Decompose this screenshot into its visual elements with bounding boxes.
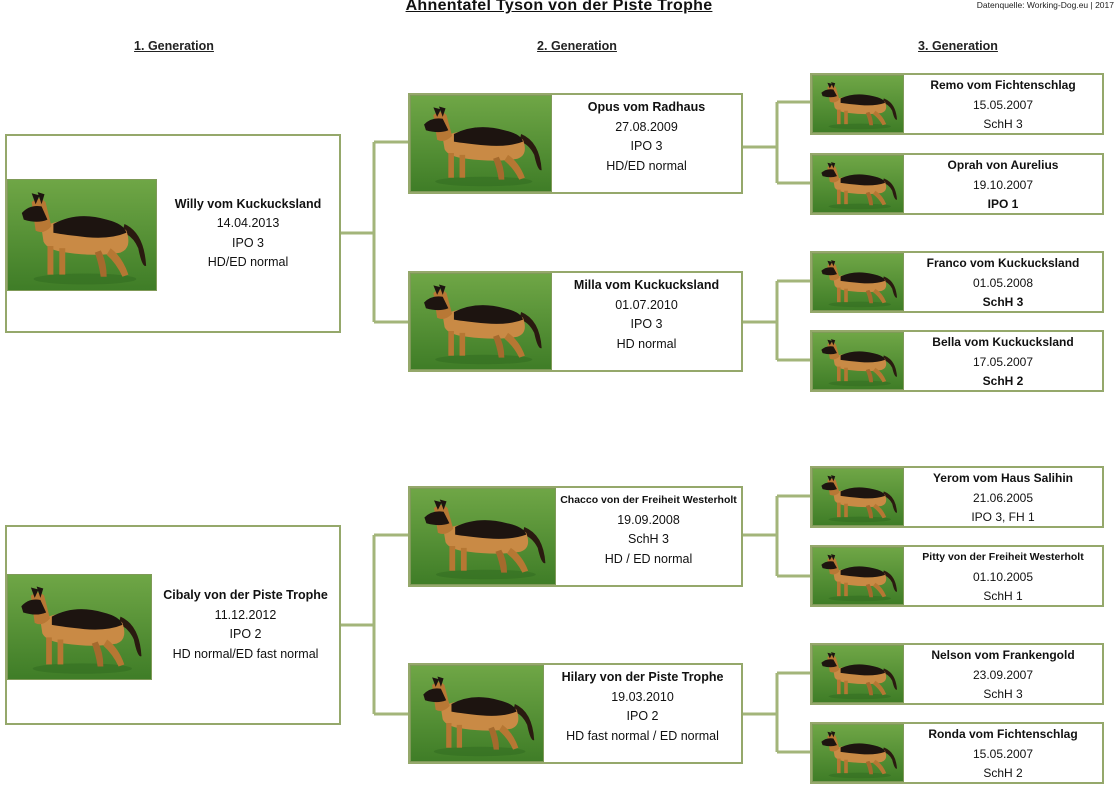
title: SchH 2 bbox=[982, 374, 1024, 388]
dog-name: Bella vom Kuckucksland bbox=[932, 335, 1074, 349]
generation-1-heading: 1. Generation bbox=[134, 39, 214, 53]
gen3-card-bella: Bella vom Kuckucksland 17.05.2007 SchH 2 bbox=[810, 330, 1104, 392]
gen3-card-ronda: Ronda vom Fichtenschlag 15.05.2007 SchH … bbox=[810, 722, 1104, 784]
gen2-card-opus: Opus vom Radhaus 27.08.2009 IPO 3 HD/ED … bbox=[408, 93, 743, 194]
dog-name: Chacco von der Freiheit Westerholt bbox=[560, 494, 737, 506]
health: HD/ED normal bbox=[207, 255, 289, 269]
birth-date: 19.03.2010 bbox=[611, 689, 674, 704]
gen2-card-hilary: Hilary von der Piste Trophe 19.03.2010 I… bbox=[408, 663, 743, 764]
gen3-card-nelson: Nelson vom Frankengold 23.09.2007 SchH 3 bbox=[810, 643, 1104, 705]
dog-photo bbox=[812, 547, 904, 605]
birth-date: 23.09.2007 bbox=[972, 667, 1034, 682]
gen3-card-remo: Remo vom Fichtenschlag 15.05.2007 SchH 3 bbox=[810, 73, 1104, 135]
birth-date: 15.05.2007 bbox=[972, 97, 1034, 112]
dog-photo bbox=[812, 253, 904, 311]
title: SchH 1 bbox=[983, 589, 1023, 603]
title: IPO 2 bbox=[229, 627, 262, 641]
dog-name: Yerom vom Haus Salihin bbox=[932, 471, 1074, 485]
dog-photo bbox=[410, 95, 552, 192]
dog-photo bbox=[812, 645, 904, 703]
birth-date: 21.06.2005 bbox=[972, 490, 1034, 505]
gen2-card-milla: Milla vom Kuckucksland 01.07.2010 IPO 3 … bbox=[408, 271, 743, 372]
health: HD normal/ED fast normal bbox=[172, 646, 319, 661]
title: SchH 2 bbox=[983, 766, 1023, 780]
data-source-note: Datenquelle: Working-Dog.eu | 2017 bbox=[976, 0, 1114, 10]
dog-name: Nelson vom Frankengold bbox=[931, 648, 1075, 662]
gen3-card-franco: Franco vom Kuckucksland 01.05.2008 SchH … bbox=[810, 251, 1104, 313]
dog-photo bbox=[7, 179, 157, 291]
title: IPO 3 bbox=[232, 235, 264, 250]
birth-date: 14.04.2013 bbox=[216, 216, 280, 230]
page-title: Ahnentafel Tyson von der Piste Trophe bbox=[405, 0, 713, 14]
title: IPO 3 bbox=[630, 139, 663, 153]
title: IPO 2 bbox=[626, 709, 659, 723]
gen3-card-oprah: Oprah von Aurelius 19.10.2007 IPO 1 bbox=[810, 153, 1104, 215]
dog-photo bbox=[410, 273, 552, 370]
gen1-card-willy: Willy vom Kuckucksland 14.04.2013 IPO 3 … bbox=[5, 134, 341, 333]
title: SchH 3 bbox=[628, 532, 669, 546]
dog-photo bbox=[812, 75, 904, 133]
health: HD normal bbox=[616, 336, 677, 351]
generation-2-heading: 2. Generation bbox=[537, 39, 617, 53]
birth-date: 19.09.2008 bbox=[617, 512, 680, 527]
gen2-card-chacco: Chacco von der Freiheit Westerholt 19.09… bbox=[408, 486, 743, 587]
birth-date: 01.10.2005 bbox=[972, 569, 1034, 584]
dog-name: Opus vom Radhaus bbox=[587, 100, 706, 114]
generation-3-heading: 3. Generation bbox=[918, 39, 998, 53]
title: SchH 3 bbox=[983, 687, 1023, 701]
dog-name: Oprah von Aurelius bbox=[947, 158, 1059, 172]
dog-photo bbox=[410, 488, 556, 585]
health: HD fast normal / ED normal bbox=[566, 728, 719, 743]
health: HD/ED normal bbox=[606, 158, 687, 173]
title: SchH 3 bbox=[982, 295, 1024, 309]
dog-name: Remo vom Fichtenschlag bbox=[930, 78, 1076, 92]
title: IPO 1 bbox=[987, 197, 1019, 211]
dog-name: Cibaly von der Piste Trophe bbox=[163, 588, 328, 602]
birth-date: 01.05.2008 bbox=[972, 275, 1034, 290]
title: IPO 3 bbox=[630, 317, 663, 331]
dog-photo bbox=[812, 724, 904, 782]
title: SchH 3 bbox=[983, 117, 1023, 131]
dog-name: Franco vom Kuckucksland bbox=[926, 256, 1080, 270]
gen1-card-cibaly: Cibaly von der Piste Trophe 11.12.2012 I… bbox=[5, 525, 341, 725]
dog-name: Ronda vom Fichtenschlag bbox=[928, 727, 1078, 741]
dog-photo bbox=[410, 665, 544, 762]
dog-name: Milla vom Kuckucksland bbox=[573, 278, 720, 292]
dog-name: Hilary von der Piste Trophe bbox=[561, 670, 724, 684]
health: HD / ED normal bbox=[604, 551, 693, 566]
title: IPO 3, FH 1 bbox=[971, 510, 1035, 524]
dog-photo bbox=[812, 468, 904, 526]
birth-date: 19.10.2007 bbox=[972, 177, 1034, 192]
dog-name: Willy vom Kuckucksland bbox=[174, 196, 322, 211]
birth-date: 27.08.2009 bbox=[615, 119, 678, 134]
dog-name: Pitty von der Freiheit Westerholt bbox=[922, 551, 1084, 563]
dog-photo bbox=[812, 332, 904, 390]
birth-date: 01.07.2010 bbox=[615, 297, 678, 312]
gen3-card-yerom: Yerom vom Haus Salihin 21.06.2005 IPO 3,… bbox=[810, 466, 1104, 528]
birth-date: 17.05.2007 bbox=[972, 354, 1034, 369]
gen3-card-pitty: Pitty von der Freiheit Westerholt 01.10.… bbox=[810, 545, 1104, 607]
birth-date: 11.12.2012 bbox=[214, 607, 277, 622]
dog-photo bbox=[812, 155, 904, 213]
dog-photo bbox=[7, 574, 152, 680]
birth-date: 15.05.2007 bbox=[972, 746, 1034, 761]
